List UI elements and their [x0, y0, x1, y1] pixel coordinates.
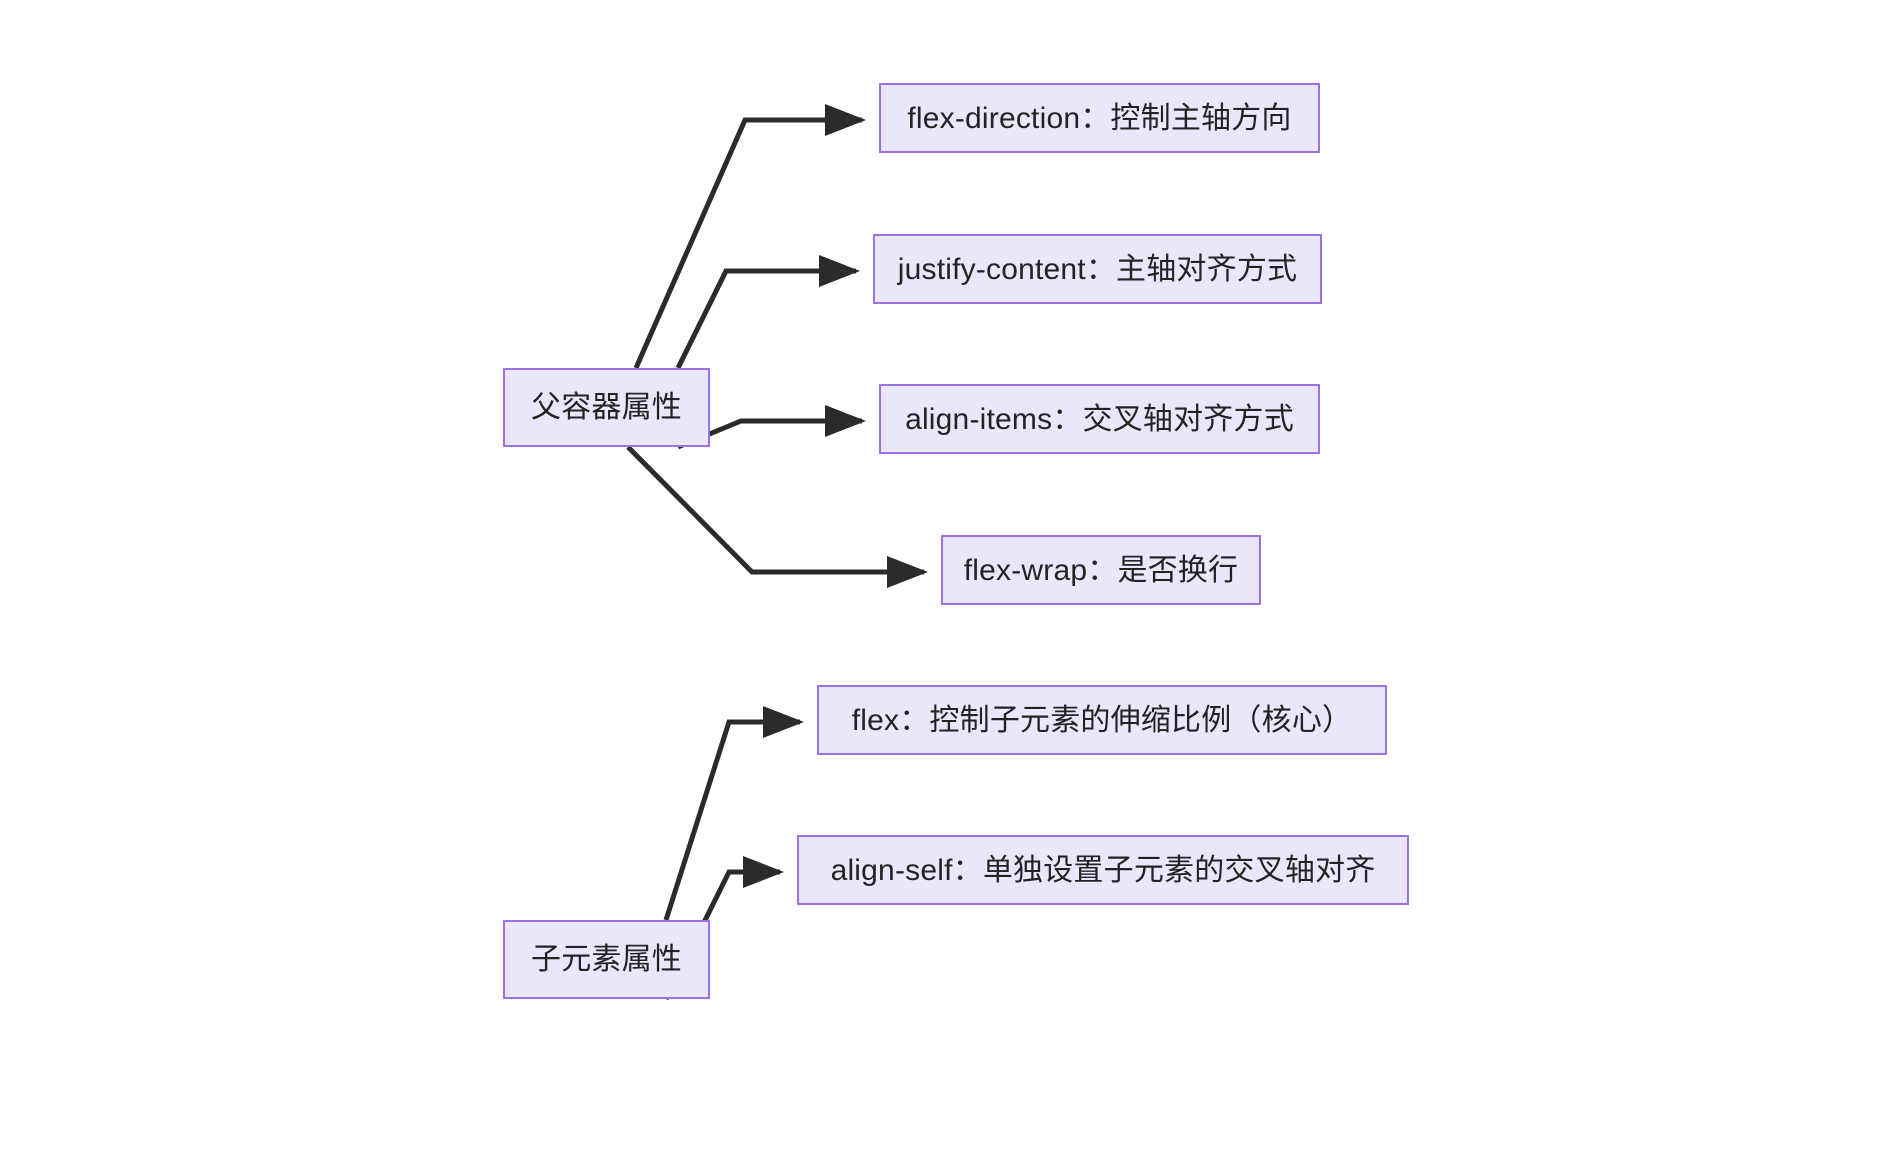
- node-flex[interactable]: flex：控制子元素的伸缩比例（核心）: [817, 685, 1387, 755]
- node-flex-wrap[interactable]: flex-wrap：是否换行: [941, 535, 1261, 605]
- node-label: flex-wrap：是否换行: [963, 553, 1239, 587]
- node-label: flex-direction：控制主轴方向: [907, 101, 1292, 135]
- node-parent-container-props[interactable]: 父容器属性: [503, 368, 710, 447]
- node-label: 父容器属性: [531, 391, 682, 424]
- node-child-item-props[interactable]: 子元素属性: [503, 920, 710, 999]
- edge-parent-to-flex-direction: [633, 103, 866, 370]
- node-label: align-self：单独设置子元素的交叉轴对齐: [830, 853, 1376, 887]
- node-align-items[interactable]: align-items：交叉轴对齐方式: [879, 384, 1320, 454]
- node-label: flex：控制子元素的伸缩比例（核心）: [851, 703, 1353, 737]
- node-align-self[interactable]: align-self：单独设置子元素的交叉轴对齐: [797, 835, 1409, 905]
- node-label: justify-content：主轴对齐方式: [897, 252, 1298, 286]
- edge-parent-to-flex-wrap: [626, 445, 928, 588]
- node-flex-direction[interactable]: flex-direction：控制主轴方向: [879, 83, 1320, 153]
- node-label: 子元素属性: [531, 943, 682, 976]
- node-label: align-items：交叉轴对齐方式: [905, 402, 1294, 436]
- edge-parent-to-justify-content: [675, 254, 860, 370]
- edge-child-to-flex: [663, 705, 804, 921]
- node-justify-content[interactable]: justify-content：主轴对齐方式: [873, 234, 1322, 304]
